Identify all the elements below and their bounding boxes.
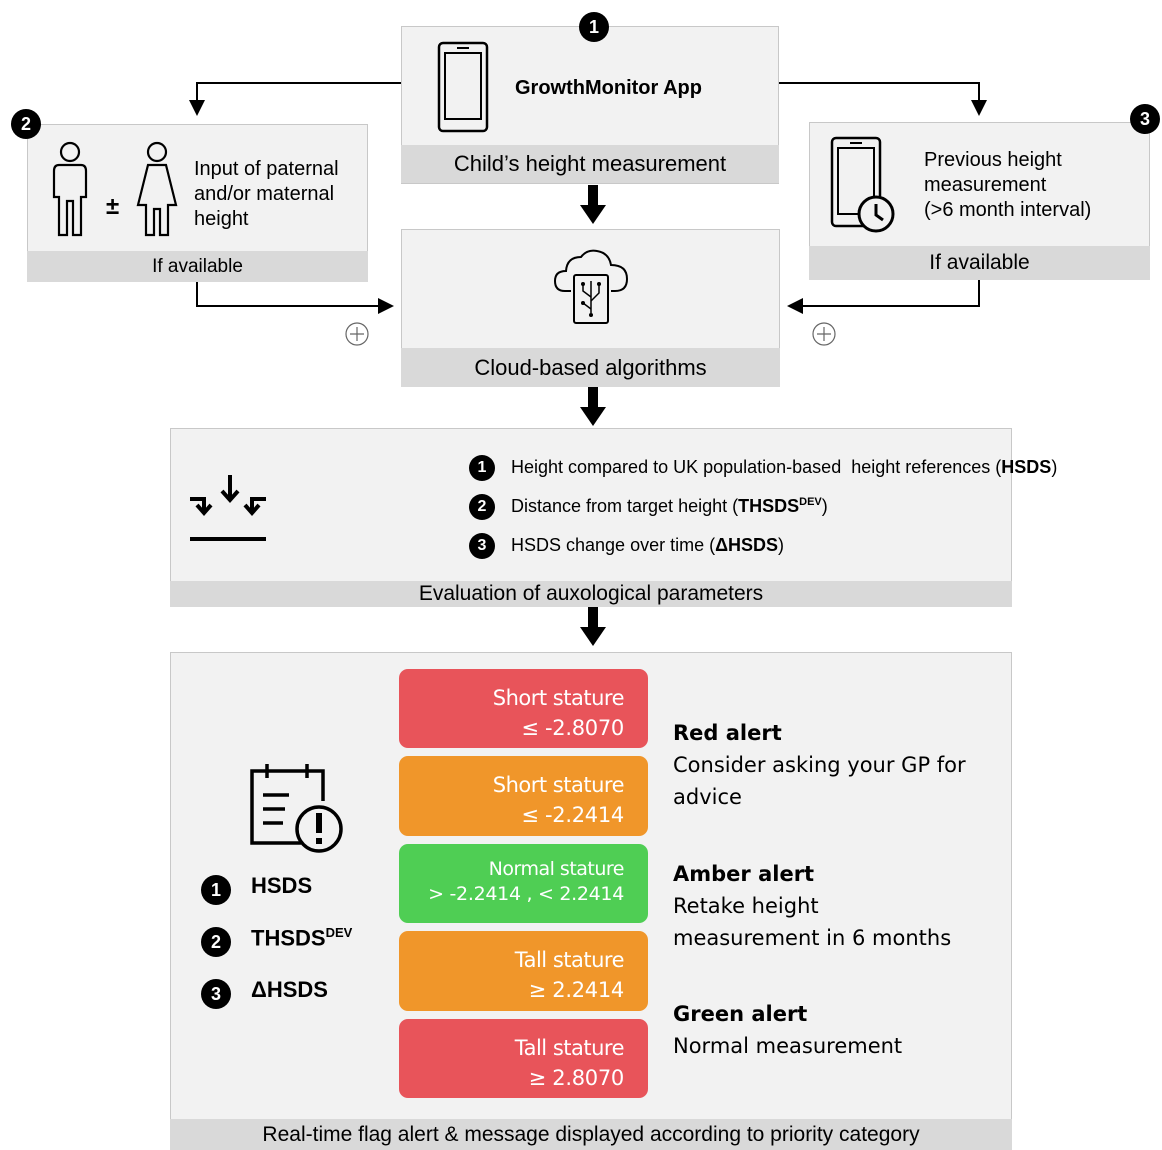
legend-badge-3: 3 — [201, 979, 231, 1009]
previous-measurement-text: Previous height measurement (>6 month in… — [924, 149, 1092, 221]
plus-circle-icon — [345, 322, 369, 346]
category-tall-stature-red: Tall stature ≥ 2.8070 — [399, 1019, 648, 1098]
message-red-alert: Red alert Consider asking your GP for ad… — [673, 721, 966, 809]
step-badge-1: 1 — [579, 12, 609, 42]
cloud-algorithms-caption: Cloud-based algorithms — [401, 348, 780, 387]
parent-height-text: Input of paternal and/or maternal height — [194, 158, 339, 230]
step-badge-3: 3 — [1130, 104, 1160, 134]
previous-measurement-box: Previous height measurement (>6 month in… — [809, 122, 1150, 280]
legend-badge-1: 1 — [201, 875, 231, 905]
parent-height-box: ± Input of paternal and/or maternal heig… — [27, 124, 368, 282]
parents-icon — [52, 141, 178, 237]
calendar-alert-icon — [250, 764, 343, 853]
step-badge-2: 2 — [11, 109, 41, 139]
criterion-badge-2: 2 — [469, 494, 495, 520]
message-amber-alert: Amber alert Retake height measurement in… — [673, 862, 952, 950]
category-normal-stature: Normal stature > -2.2414 , < 2.2414 — [399, 844, 648, 923]
criterion-badge-1: 1 — [469, 455, 495, 481]
plus-minus-symbol: ± — [106, 193, 120, 220]
smartphone-icon — [437, 41, 489, 133]
category-tall-stature-amber: Tall stature ≥ 2.2414 — [399, 931, 648, 1011]
legend-badge-2: 2 — [201, 927, 231, 957]
evaluation-box: 1 Height compared to UK population-based… — [170, 428, 1057, 607]
phone-history-icon — [830, 136, 895, 233]
app-title: GrowthMonitor App — [515, 77, 702, 99]
message-green-alert: Green alert Normal measurement — [673, 1002, 903, 1058]
previous-measurement-caption: If available — [809, 246, 1150, 280]
alert-caption: Real-time flag alert & message displayed… — [170, 1119, 1012, 1150]
cloud-algorithms-box: Cloud-based algorithms — [401, 229, 780, 387]
evaluation-caption: Evaluation of auxological parameters — [170, 581, 1012, 607]
merge-arrows-icon — [190, 475, 266, 541]
plus-circle-icon — [812, 322, 836, 346]
app-box: GrowthMonitor App Child’s height measure… — [401, 26, 779, 184]
criterion-badge-3: 3 — [469, 533, 495, 559]
category-short-stature-amber: Short stature ≤ -2.2414 — [399, 756, 648, 836]
parent-height-caption: If available — [27, 251, 368, 282]
app-caption: Child’s height measurement — [401, 145, 779, 183]
cloud-chip-icon — [553, 249, 629, 324]
category-short-stature-red: Short stature ≤ -2.8070 — [399, 669, 648, 748]
